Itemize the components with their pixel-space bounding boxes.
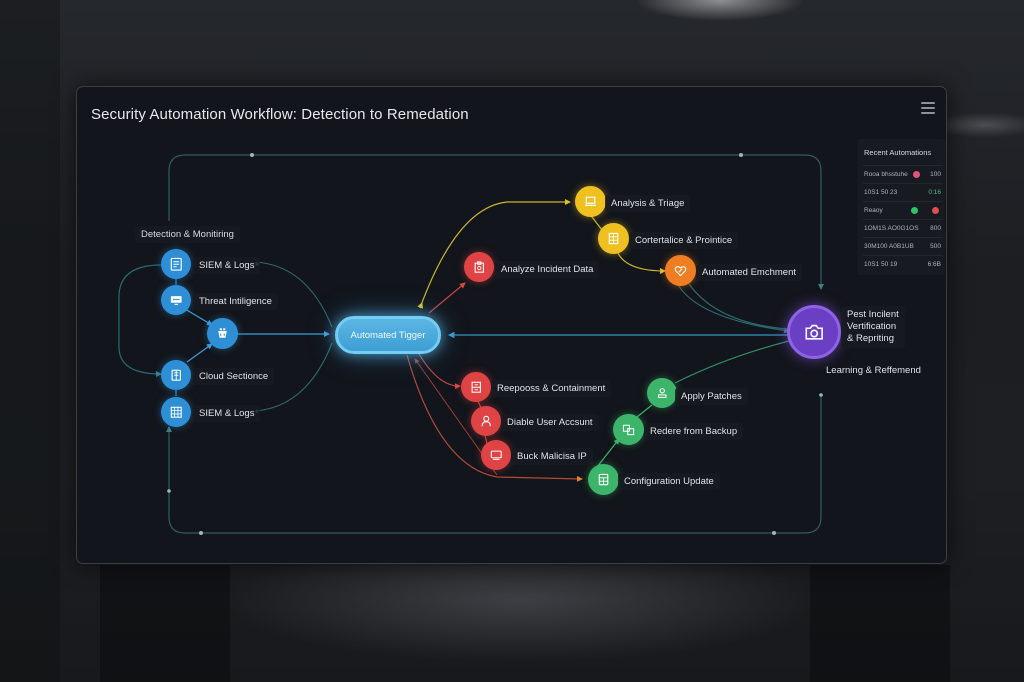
backup-icon	[622, 424, 635, 436]
post-incident-node[interactable]	[787, 305, 841, 359]
apply-patches-node[interactable]	[647, 378, 677, 408]
siem-logs-label: SIEM & Logs	[193, 257, 261, 274]
cabinet-icon	[471, 381, 481, 393]
laptop-icon	[584, 196, 597, 206]
configuration-update-node[interactable]	[588, 464, 619, 495]
user-block-icon	[481, 415, 491, 426]
automation-row[interactable]: Rooa bhsstuhe 100	[863, 165, 943, 182]
detection-section-label: Detection & Monitiring	[135, 226, 240, 243]
recent-automations-title: Recent Automations	[864, 148, 932, 157]
workflow-connectors	[118, 153, 824, 535]
threat-intelligence-node[interactable]	[161, 285, 191, 315]
hamburger-menu-icon[interactable]	[921, 102, 935, 114]
cloud-sectionce-label: Cloud Sectionce	[193, 368, 275, 385]
clipboard-icon	[474, 261, 484, 273]
siem-logs-node[interactable]	[161, 249, 191, 279]
block-malicious-ip-label: Buck Malicisa IP	[511, 448, 593, 465]
server-log-icon	[170, 257, 182, 271]
analyze-incident-data-label: Analyze Incident Data	[495, 261, 600, 278]
page-title: Security Automation Workflow: Detection …	[91, 106, 469, 123]
restore-from-backup-node[interactable]	[613, 414, 644, 445]
analysis-triage-label: Analysis & Triage	[605, 195, 691, 212]
patch-user-icon	[657, 387, 667, 398]
recent-automations-panel: Recent Automations Rooa bhsstuhe 100 10S…	[857, 139, 945, 275]
workflow-window: Security Automation Workflow: Detection …	[76, 86, 947, 564]
automated-enrichment-node[interactable]	[665, 255, 696, 286]
network-block-icon	[490, 450, 502, 460]
block-malicious-ip-node[interactable]	[481, 440, 511, 470]
restore-from-backup-label: Redere from Backup	[644, 423, 744, 440]
post-incident-label: Pest Incilent Vertification & Repriting	[841, 306, 905, 348]
siem-logs-2-label: SIEM & Logs	[193, 405, 261, 422]
learning-refinement-label: Learning & Reffemend	[826, 365, 921, 376]
cloud-sectionce-node[interactable]	[161, 360, 191, 390]
response-containment-node[interactable]	[461, 372, 491, 402]
automation-row[interactable]: 30M100 A0B1UB 500	[863, 237, 943, 254]
monitor-icon	[170, 295, 182, 305]
analysis-triage-node[interactable]	[575, 186, 606, 217]
siem-logs-2-node[interactable]	[161, 397, 191, 427]
response-containment-label: Reepooss & Containment	[491, 380, 612, 397]
status-dot-icon	[911, 207, 918, 214]
automated-trigger-button[interactable]: Automated Tigger	[335, 316, 441, 354]
camera-report-icon	[805, 324, 823, 340]
automation-row[interactable]: 1OM1S AO0G1OS 800	[863, 219, 943, 236]
automated-enrichment-label: Automated Emchment	[696, 264, 802, 281]
disable-user-account-node[interactable]	[471, 406, 501, 436]
analyze-incident-data-node[interactable]	[464, 252, 494, 282]
wrench-heart-icon	[674, 266, 687, 277]
automation-row[interactable]: 10S1 50 23 0:16	[863, 183, 943, 200]
correlation-prioritize-node[interactable]	[598, 223, 629, 254]
status-dot-icon	[913, 171, 920, 178]
grid-log-icon	[170, 406, 182, 418]
disable-user-account-label: Diable User Accsunt	[501, 414, 599, 431]
apply-patches-label: Apply Patches	[675, 388, 748, 405]
status-dot-icon	[932, 207, 939, 214]
cloud-document-icon	[171, 369, 181, 381]
table-icon	[608, 232, 619, 245]
threat-intelligence-label: Threat Intiligence	[193, 293, 278, 310]
bucket-aggregator-icon	[218, 328, 227, 338]
automation-row[interactable]: 10S1 50 19 6:6B	[863, 255, 943, 272]
config-icon	[598, 473, 609, 486]
automation-row[interactable]: Reaoy	[863, 201, 943, 218]
aggregator-node[interactable]	[207, 318, 238, 349]
correlation-prioritize-label: Cortertalice & Prointice	[629, 232, 739, 249]
configuration-update-label: Configuration Update	[618, 473, 720, 490]
